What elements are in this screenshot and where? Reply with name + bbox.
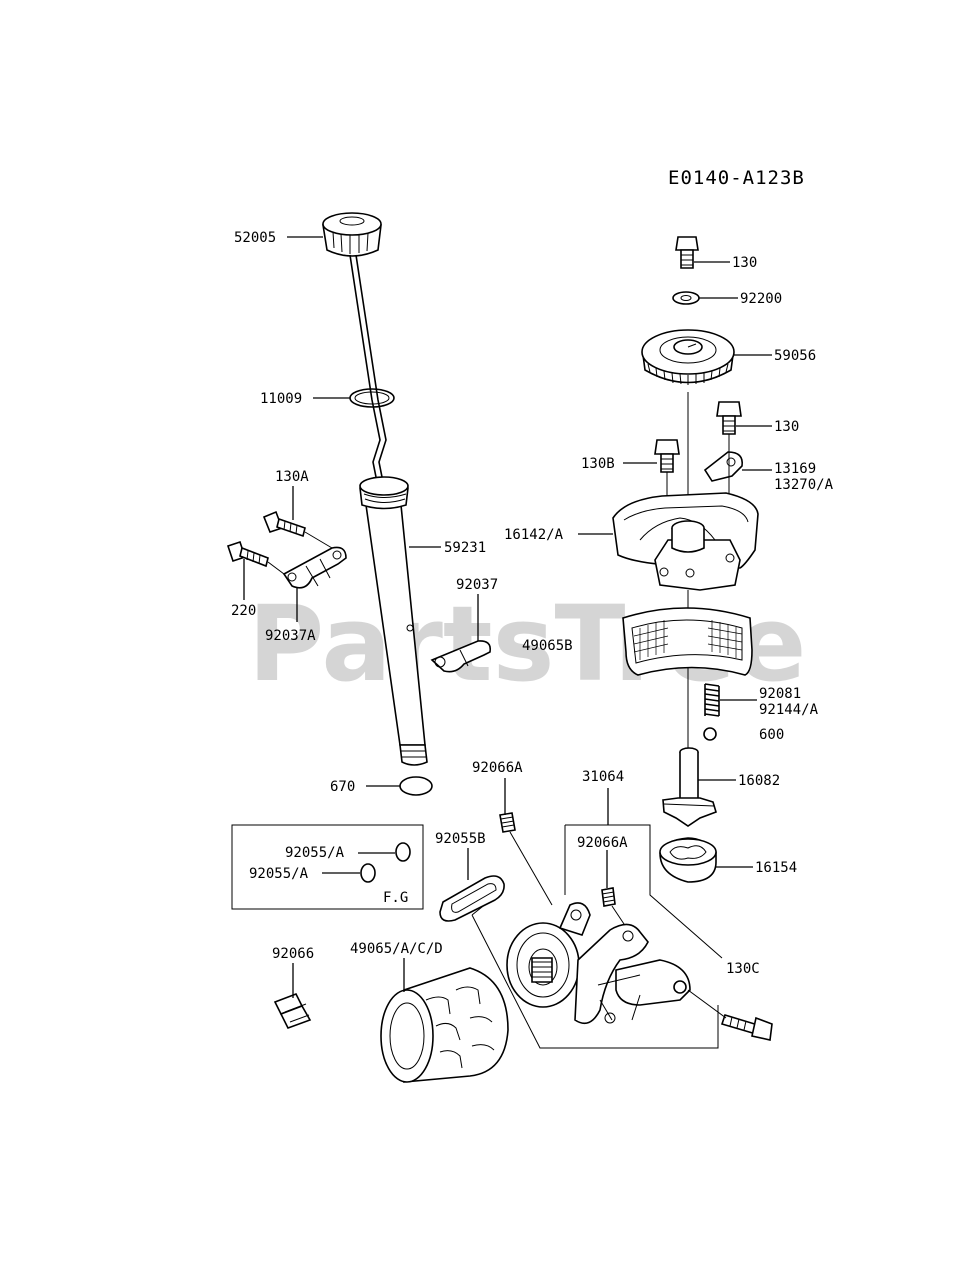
label-16082[interactable]: 16082	[738, 773, 780, 789]
label-92055B[interactable]: 92055B	[435, 831, 486, 847]
gear-59056[interactable]	[641, 329, 735, 385]
filter-adaptor-31064[interactable]	[506, 902, 691, 1025]
oil-filter-49065ACD[interactable]	[380, 967, 509, 1083]
oil-cap-52005[interactable]	[322, 212, 382, 257]
gasket-92055B[interactable]	[439, 875, 505, 922]
label-130B[interactable]: 130B	[581, 456, 615, 472]
bolt-130-mid[interactable]	[716, 401, 742, 435]
label-130A[interactable]: 130A	[275, 469, 309, 485]
clamp-92037[interactable]	[430, 640, 492, 673]
dipstick-tube-59231[interactable]	[359, 476, 428, 766]
label-130-mid[interactable]: 130	[774, 419, 799, 435]
label-59231[interactable]: 59231	[444, 540, 486, 556]
label-670[interactable]: 670	[330, 779, 355, 795]
label-92037[interactable]: 92037	[456, 577, 498, 593]
label-92037A[interactable]: 92037A	[265, 628, 316, 644]
label-52005[interactable]: 52005	[234, 230, 276, 246]
plug-92066A-upper[interactable]	[499, 812, 516, 833]
outer-rotor-16154[interactable]	[659, 837, 717, 883]
drain-plug-92066[interactable]	[273, 992, 312, 1029]
label-130-top[interactable]: 130	[732, 255, 757, 271]
label-13169[interactable]: 13169	[774, 461, 816, 477]
label-600[interactable]: 600	[759, 727, 784, 743]
bolt-130B[interactable]	[654, 439, 680, 473]
label-92055A-1[interactable]: 92055/A	[285, 845, 345, 861]
o-ring-670[interactable]	[399, 776, 433, 796]
label-13270A[interactable]: 13270/A	[774, 477, 834, 493]
screen-49065B[interactable]	[622, 607, 753, 676]
label-16154[interactable]: 16154	[755, 860, 797, 876]
pump-housing-16142A[interactable]	[612, 492, 759, 591]
o-ring-92055A-1[interactable]	[395, 842, 411, 862]
label-16142A[interactable]: 16142/A	[504, 527, 564, 543]
diagram-code: E0140-A123B	[668, 167, 805, 189]
bracket-92037A[interactable]	[282, 546, 347, 589]
dipstick-rod	[349, 254, 387, 483]
label-49065B[interactable]: 49065B	[522, 638, 573, 654]
label-49065ACD[interactable]: 49065/A/C/D	[350, 941, 443, 957]
label-220[interactable]: 220	[231, 603, 256, 619]
label-92144A[interactable]: 92144/A	[759, 702, 819, 718]
ball-600[interactable]	[703, 727, 717, 741]
label-92081[interactable]: 92081	[759, 686, 801, 702]
label-92066A-1[interactable]: 92066A	[472, 760, 523, 776]
bolt-220[interactable]	[226, 540, 269, 568]
label-92066[interactable]: 92066	[272, 946, 314, 962]
bolt-130C[interactable]	[720, 1014, 773, 1041]
o-ring-92055A-2[interactable]	[360, 863, 376, 883]
bolt-130A[interactable]	[262, 510, 306, 538]
label-11009[interactable]: 11009	[260, 391, 302, 407]
label-59056[interactable]: 59056	[774, 348, 816, 364]
bolt-130-top[interactable]	[675, 236, 699, 269]
label-92066A-2[interactable]: 92066A	[577, 835, 628, 851]
label-31064[interactable]: 31064	[582, 769, 624, 785]
plate-13169[interactable]	[703, 451, 744, 482]
label-92200[interactable]: 92200	[740, 291, 782, 307]
plug-92066A-lower[interactable]	[601, 887, 616, 907]
washer-92200[interactable]	[672, 291, 700, 305]
label-130C[interactable]: 130C	[726, 961, 760, 977]
spring-92081[interactable]	[704, 683, 720, 717]
label-92055A-2[interactable]: 92055/A	[249, 866, 309, 882]
inset-box-fg: F.G	[231, 824, 424, 910]
rotor-shaft-16082[interactable]	[662, 747, 717, 827]
inset-box-label: F.G	[383, 890, 408, 906]
bracket-31064-outline	[471, 824, 723, 1049]
